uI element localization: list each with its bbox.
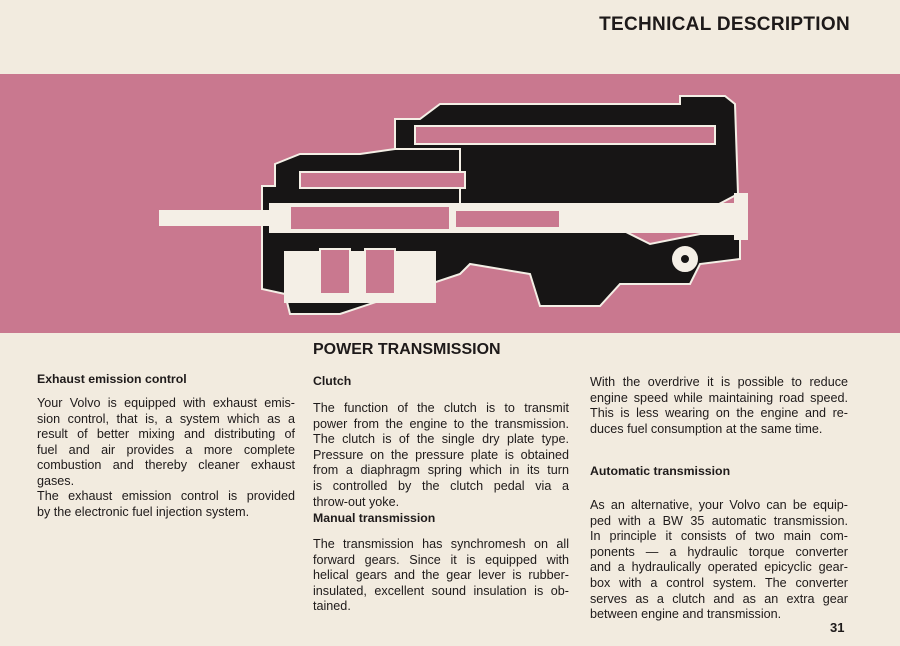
heading-clutch: Clutch	[313, 374, 352, 388]
paragraph-automatic: As an alternative, your Volvo can be equ…	[590, 498, 848, 623]
text-line: and a hydraulically operated epicyclic g…	[590, 560, 848, 575]
text-line: from a diaphragm spring which in its tur…	[313, 463, 569, 478]
text-line: Pressure on the pressure plate is obtain…	[313, 447, 569, 462]
text-line: duces fuel consumption at the same time.	[590, 421, 823, 436]
paragraph-exhaust-1: Your Volvo is equipped with exhaust emis…	[37, 396, 295, 490]
text-line: The exhaust emission control is provided	[37, 489, 295, 503]
paragraph-clutch: The function of the clutch is to transmi…	[313, 401, 569, 510]
heading-automatic-transmission: Automatic transmission	[590, 464, 731, 478]
text-line: sion control, that is, a system which as…	[37, 411, 295, 426]
text-line: With the overdrive it is possible to red…	[590, 375, 848, 389]
text-line: helical gears and the gear lever is rubb…	[313, 568, 569, 583]
text-line: forward gears. Since it is equipped with	[313, 552, 569, 567]
text-line: The function of the clutch is to transmi…	[313, 401, 569, 415]
page-header-title: TECHNICAL DESCRIPTION	[599, 14, 850, 35]
text-line: tained.	[313, 599, 351, 614]
text-line: throw-out yoke.	[313, 494, 400, 509]
section-title-power-transmission: POWER TRANSMISSION	[313, 341, 501, 358]
text-line: power from the engine to the transmissio…	[313, 416, 569, 431]
figure-band	[0, 74, 900, 333]
text-line: fuel and air provides a more complete	[37, 442, 295, 457]
text-line: is controlled by the clutch pedal via a	[313, 478, 569, 493]
text-line: This is less wearing on the engine and r…	[590, 406, 848, 421]
text-line: by the electronic fuel injection system.	[37, 504, 250, 519]
page-number: 31	[830, 620, 845, 635]
text-line: ponents — a hydraulic torque converter	[590, 544, 848, 559]
text-line: Your Volvo is equipped with exhaust emis…	[37, 396, 295, 410]
text-line: The transmission has synchromesh on all	[313, 537, 569, 551]
paragraph-overdrive: With the overdrive it is possible to red…	[590, 375, 848, 437]
text-line: In principle it consists of two main com…	[590, 529, 848, 544]
text-line: The clutch is of the single dry plate ty…	[313, 432, 569, 447]
heading-manual-transmission: Manual transmission	[313, 511, 436, 525]
text-line: serves as a clutch and as an extra gear	[590, 591, 848, 606]
text-line: combustion and thereby cleaner exhaust	[37, 458, 295, 473]
heading-exhaust-emission-control: Exhaust emission control	[37, 372, 187, 386]
text-line: result of better mixing and distributing…	[37, 427, 295, 442]
transmission-cutaway-diagram	[159, 95, 748, 315]
text-line: engine speed while maintaining road spee…	[590, 390, 848, 405]
text-line: gases.	[37, 473, 75, 488]
text-line: between engine and transmission.	[590, 607, 782, 622]
text-line: ped with a BW 35 automatic transmission.	[590, 513, 848, 528]
text-line: box with a control system. The converter	[590, 575, 848, 590]
paragraph-exhaust-2: The exhaust emission control is provided…	[37, 489, 295, 520]
text-line: insulated, excellent sound insulation is…	[313, 583, 569, 598]
text-line: As an alternative, your Volvo can be equ…	[590, 498, 848, 512]
